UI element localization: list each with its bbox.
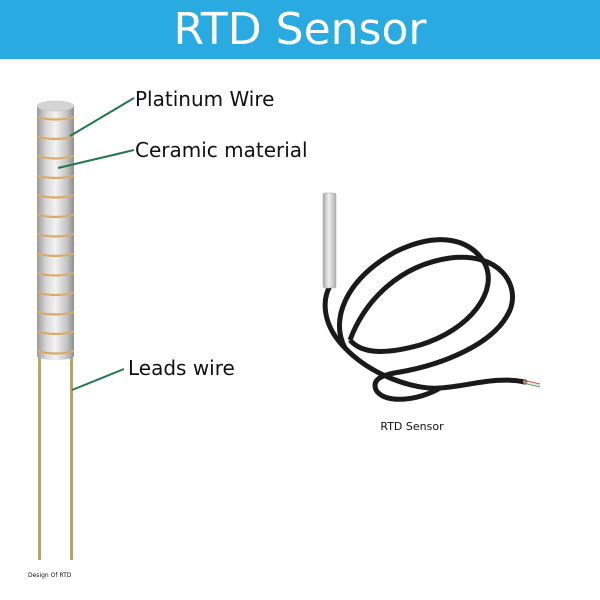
coil-winding (36, 349, 75, 355)
title-banner: RTD Sensor (0, 0, 600, 59)
wire-end-white (522, 381, 541, 386)
coil-winding (36, 271, 75, 277)
cable-tail (322, 283, 528, 391)
label-platinum-wire: Platinum Wire (135, 87, 274, 111)
coil-winding (36, 115, 75, 121)
coil-winding (36, 232, 75, 238)
coil-winding (36, 135, 75, 141)
coil-winding (36, 330, 75, 336)
leader-line-platinum (69, 97, 135, 137)
cable-loop-inner (347, 254, 515, 402)
coil-winding (36, 291, 75, 297)
ceramic-cylinder (37, 106, 74, 356)
page-title: RTD Sensor (173, 4, 427, 55)
wire-end-green (522, 382, 541, 388)
caption-design-of-rtd: Design Of RTD (28, 572, 72, 579)
rtd-sensor-product: RTD Sensor (322, 192, 541, 433)
coil-winding (36, 154, 75, 160)
platinum-coil (36, 115, 75, 355)
cylinder-top (36, 100, 75, 112)
coil-winding (36, 193, 75, 199)
wire-end-red (522, 379, 541, 385)
caption-rtd-sensor: RTD Sensor (380, 420, 444, 433)
cylinder-bottom (37, 352, 74, 360)
leader-line-ceramic (57, 149, 135, 169)
rtd-design-diagram: Platinum Wire Ceramic material Leads wir… (28, 87, 308, 579)
coil-winding (36, 213, 75, 219)
coil-winding (36, 174, 75, 180)
label-ceramic-material: Ceramic material (135, 138, 308, 162)
sensor-probe (322, 192, 337, 289)
label-leads-wire: Leads wire (128, 356, 235, 380)
leader-line-leads (71, 368, 125, 391)
coil-winding (36, 252, 75, 258)
lead-wire-left (38, 352, 41, 560)
lead-wire-right (70, 352, 73, 560)
coil-winding (36, 310, 75, 316)
